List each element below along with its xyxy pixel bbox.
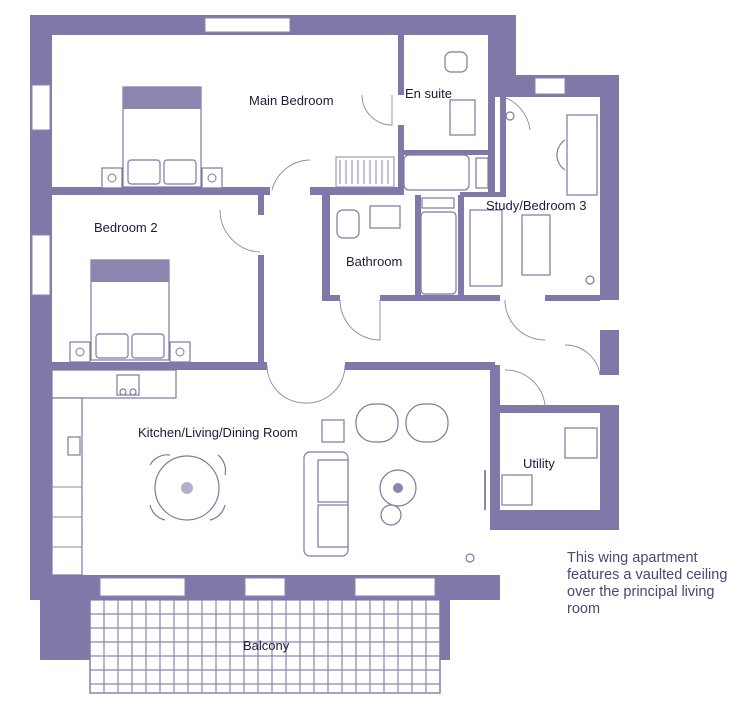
- armchairs: [321, 403, 449, 443]
- main-bed: [101, 86, 223, 189]
- vaulted-ceiling-note: This wing apartment features a vaulted c…: [567, 550, 728, 617]
- kitchen-living-label: Kitchen/Living/Dining Room: [138, 425, 298, 440]
- coffee-table: [379, 469, 417, 526]
- bedroom2-bed: [69, 259, 191, 363]
- study-furniture: [469, 97, 598, 287]
- study-label: Study/Bedroom 3: [486, 198, 586, 213]
- bathroom-fixtures: [336, 197, 457, 295]
- bedroom2-label: Bedroom 2: [94, 220, 158, 235]
- balcony-label: Balcony: [243, 638, 290, 653]
- sofa: [303, 451, 349, 557]
- windows: [31, 17, 566, 597]
- main-bedroom-label: Main Bedroom: [249, 93, 334, 108]
- bathroom-label: Bathroom: [346, 254, 402, 269]
- kitchen-counters: [51, 369, 177, 576]
- en-suite-fixtures: [403, 51, 489, 191]
- utility-fixtures: [501, 427, 598, 506]
- dining-set: [149, 454, 227, 521]
- internal-walls: [52, 35, 600, 413]
- utility-label: Utility: [523, 456, 555, 471]
- balcony: [40, 584, 450, 694]
- en-suite-label: En suite: [405, 86, 452, 101]
